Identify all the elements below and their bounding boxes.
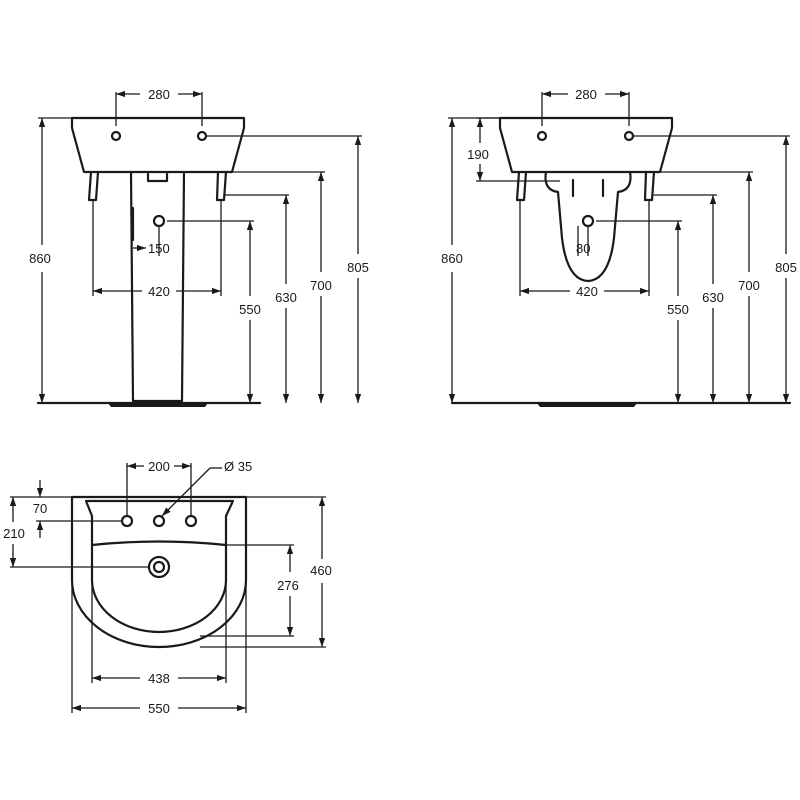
leg-spacing-label: 420 xyxy=(576,284,598,299)
floor-plate xyxy=(537,403,637,407)
basin-body xyxy=(70,116,246,174)
total-height-label: 860 xyxy=(441,251,463,266)
waste-outlet xyxy=(152,214,166,228)
basin-body xyxy=(498,116,674,174)
leg-height-label: 630 xyxy=(275,290,297,305)
semi-pedestal xyxy=(544,170,632,283)
leg-height-label: 630 xyxy=(702,290,724,305)
basin-outline xyxy=(70,495,248,649)
bowl-depth-label: 276 xyxy=(277,578,299,593)
underside-height-label: 700 xyxy=(310,278,332,293)
waste-outlet xyxy=(581,214,595,228)
underside-height-label: 700 xyxy=(738,278,760,293)
tap-hole-right xyxy=(623,130,635,142)
pedestal-top-detail xyxy=(146,172,169,183)
bowl-width-label: 438 xyxy=(148,671,170,686)
pedestal xyxy=(129,170,186,403)
waste-offset-label: 80 xyxy=(576,241,590,256)
waste-outlet-outer xyxy=(147,555,171,579)
leg-right xyxy=(215,170,228,202)
leg-left xyxy=(515,170,528,202)
bracket-depth-label: 190 xyxy=(467,147,489,162)
tap-height-label: 805 xyxy=(347,260,369,275)
front-view: 280 150 420 860 550 630 700 805 xyxy=(29,87,369,407)
leader-line xyxy=(161,467,211,517)
waste-outlet-inner xyxy=(152,560,166,574)
tap-spacing-label: 280 xyxy=(148,87,170,102)
tap-hole-left xyxy=(110,130,122,142)
tap-hole-spacing-label: 200 xyxy=(148,459,170,474)
total-height-label: 860 xyxy=(29,251,51,266)
tap-hole-offset-label: 70 xyxy=(33,501,47,516)
leg-spacing-label: 420 xyxy=(148,284,170,299)
waste-height-label: 550 xyxy=(239,302,261,317)
leg-right xyxy=(643,170,656,202)
tap-spacing-label: 280 xyxy=(575,87,597,102)
tap-hole-right xyxy=(184,514,198,528)
waste-offset-label: 210 xyxy=(3,526,25,541)
leg-left xyxy=(87,170,100,202)
tap-hole-left xyxy=(536,130,548,142)
tap-hole-center xyxy=(152,514,166,528)
waste-height-label: 550 xyxy=(667,302,689,317)
waste-offset-label: 150 xyxy=(148,241,170,256)
overall-width-label: 550 xyxy=(148,701,170,716)
side-view: 280 190 80 420 860 550 630 700 805 xyxy=(441,87,797,407)
plan-view: 200 Ø 35 70 210 276 460 438 550 xyxy=(3,459,332,716)
floor-plate xyxy=(108,403,208,407)
tap-hole-left xyxy=(120,514,134,528)
overall-depth-label: 460 xyxy=(310,563,332,578)
bowl-edge xyxy=(90,540,228,547)
tap-height-label: 805 xyxy=(775,260,797,275)
tap-hole-right xyxy=(196,130,208,142)
basin-inner-rim xyxy=(84,499,235,634)
tap-hole-diameter-label: Ø 35 xyxy=(224,459,252,474)
